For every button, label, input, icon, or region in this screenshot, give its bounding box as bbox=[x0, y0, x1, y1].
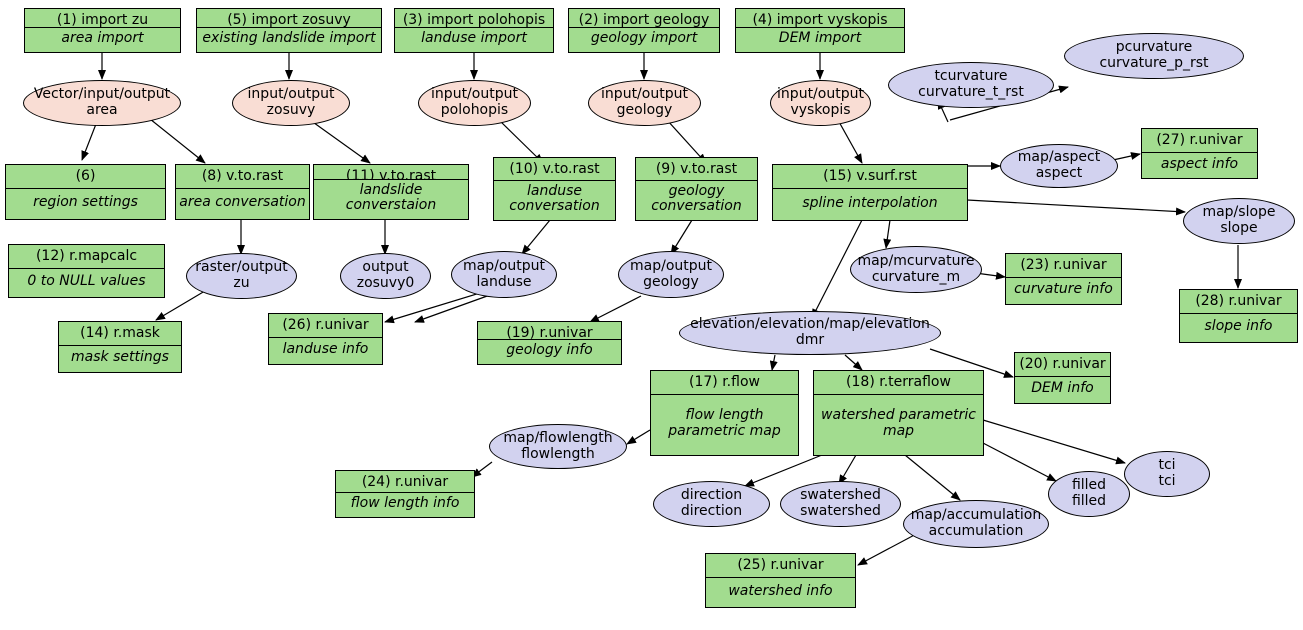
process-node[interactable]: (24) r.univar flow length info bbox=[335, 470, 475, 518]
process-title: (5) import zosuvy bbox=[197, 9, 381, 29]
process-node[interactable]: (5) import zosuvy existing landslide imp… bbox=[196, 8, 382, 53]
data-node-vector[interactable]: input/output geology bbox=[588, 80, 701, 126]
process-subtitle: spline interpolation bbox=[802, 194, 938, 211]
process-subtitle: slope info bbox=[1204, 318, 1273, 335]
process-subtitle: mask settings bbox=[71, 349, 169, 366]
process-title: (23) r.univar bbox=[1006, 254, 1121, 278]
process-subtitle: region settings bbox=[33, 194, 138, 211]
process-node[interactable]: (17) r.flow flow length parametric map bbox=[650, 370, 799, 456]
process-title: (4) import vyskopis bbox=[736, 9, 904, 29]
process-title: (14) r.mask bbox=[59, 322, 181, 346]
process-title: (25) r.univar bbox=[706, 554, 855, 578]
process-subtitle: landuse info bbox=[282, 341, 369, 358]
data-node-raster[interactable]: map/accumulation accumulation bbox=[903, 500, 1049, 548]
data-node-vector[interactable]: input/output zosuvy bbox=[232, 80, 350, 126]
process-node[interactable]: (1) import zu area import bbox=[24, 8, 181, 53]
process-node[interactable]: (26) r.univar landuse info bbox=[268, 313, 383, 365]
process-subtitle: landuse conversation bbox=[509, 182, 600, 215]
process-title: (26) r.univar bbox=[269, 314, 382, 338]
data-node-raster[interactable]: map/mcurvature curvature_m bbox=[850, 246, 982, 293]
data-node-raster[interactable]: filled filled bbox=[1048, 471, 1130, 517]
process-node[interactable]: (12) r.mapcalc 0 to NULL values bbox=[8, 244, 165, 298]
process-node[interactable]: (28) r.univar slope info bbox=[1179, 289, 1298, 343]
data-node-raster[interactable]: output zosuvy0 bbox=[340, 253, 431, 299]
data-node-raster[interactable]: swatershed swatershed bbox=[780, 481, 901, 527]
process-subtitle: DEM import bbox=[778, 30, 862, 47]
process-subtitle: aspect info bbox=[1160, 155, 1239, 172]
data-node-raster[interactable]: map/slope slope bbox=[1183, 198, 1295, 244]
process-title: (1) import zu bbox=[25, 9, 180, 29]
process-node[interactable]: (23) r.univar curvature info bbox=[1005, 253, 1122, 305]
process-subtitle: geology info bbox=[506, 342, 593, 359]
process-title: (9) v.to.rast bbox=[636, 158, 757, 181]
process-subtitle: DEM info bbox=[1031, 380, 1094, 397]
process-title: (10) v.to.rast bbox=[494, 158, 615, 181]
process-node[interactable]: (8) v.to.rast area conversation bbox=[175, 164, 310, 220]
process-title: (24) r.univar bbox=[336, 471, 474, 494]
data-node-raster[interactable]: tci tci bbox=[1124, 451, 1210, 497]
process-node[interactable]: (27) r.univar aspect info bbox=[1141, 128, 1258, 179]
process-subtitle: area conversation bbox=[179, 194, 306, 211]
data-node-vector[interactable]: Vector/input/output area bbox=[23, 80, 181, 126]
process-subtitle: landuse import bbox=[421, 30, 527, 47]
process-node[interactable]: (4) import vyskopis DEM import bbox=[735, 8, 905, 53]
process-node[interactable]: (10) v.to.rast landuse conversation bbox=[493, 157, 616, 221]
process-title: (2) import geology bbox=[569, 9, 719, 29]
process-title: (19) r.univar bbox=[478, 322, 621, 341]
process-title: (8) v.to.rast bbox=[176, 165, 309, 189]
process-title: (15) v.surf.rst bbox=[773, 165, 967, 189]
process-subtitle: flow length info bbox=[350, 495, 460, 512]
process-subtitle: area import bbox=[61, 30, 144, 47]
process-title: (18) r.terraflow bbox=[814, 371, 983, 395]
process-node[interactable]: (2) import geology geology import bbox=[568, 8, 720, 53]
process-title: (20) r.univar bbox=[1015, 353, 1110, 377]
process-subtitle: geology import bbox=[590, 30, 698, 47]
process-subtitle: watershed parametric map bbox=[821, 407, 976, 439]
process-node[interactable]: (20) r.univar DEM info bbox=[1014, 352, 1111, 404]
data-node-vector[interactable]: input/output polohopis bbox=[418, 80, 531, 126]
process-node[interactable]: (11) v.to.rast landslide converstaion bbox=[313, 164, 469, 220]
process-subtitle: 0 to NULL values bbox=[27, 273, 146, 290]
data-node-raster[interactable]: elevation/elevation/map/elevation dmr bbox=[679, 311, 941, 355]
process-subtitle: flow length parametric map bbox=[668, 407, 781, 439]
data-node-raster[interactable]: pcurvature curvature_p_rst bbox=[1064, 33, 1244, 79]
process-node[interactable]: (14) r.mask mask settings bbox=[58, 321, 182, 373]
process-node[interactable]: (9) v.to.rast geology conversation bbox=[635, 157, 758, 221]
process-subtitle: geology conversation bbox=[651, 182, 742, 215]
process-title: (3) import polohopis bbox=[395, 9, 553, 29]
process-node[interactable]: (25) r.univar watershed info bbox=[705, 553, 856, 608]
data-node-vector[interactable]: input/output vyskopis bbox=[770, 80, 871, 126]
data-node-raster[interactable]: map/aspect aspect bbox=[1000, 144, 1118, 188]
process-node[interactable]: (19) r.univar geology info bbox=[477, 321, 622, 365]
process-title: (17) r.flow bbox=[651, 371, 798, 395]
data-node-raster[interactable]: map/output geology bbox=[618, 251, 724, 298]
data-node-raster[interactable]: map/flowlength flowlength bbox=[489, 424, 627, 469]
process-title: (28) r.univar bbox=[1180, 290, 1297, 314]
process-subtitle: existing landslide import bbox=[202, 30, 376, 47]
data-node-raster[interactable]: map/output landuse bbox=[451, 251, 557, 298]
data-node-raster[interactable]: raster/output zu bbox=[186, 253, 297, 299]
process-title: (27) r.univar bbox=[1142, 129, 1257, 153]
process-subtitle: curvature info bbox=[1014, 281, 1113, 298]
process-title: (6) bbox=[6, 165, 165, 189]
process-node[interactable]: (18) r.terraflow watershed parametric ma… bbox=[813, 370, 984, 456]
process-node[interactable]: (3) import polohopis landuse import bbox=[394, 8, 554, 53]
process-title: (11) v.to.rast bbox=[314, 165, 468, 180]
process-node[interactable]: (6) region settings bbox=[5, 164, 166, 220]
process-title: (12) r.mapcalc bbox=[9, 245, 164, 269]
process-subtitle: watershed info bbox=[728, 582, 833, 599]
data-node-raster[interactable]: tcurvature curvature_t_rst bbox=[888, 62, 1054, 108]
process-node[interactable]: (15) v.surf.rst spline interpolation bbox=[772, 164, 968, 221]
data-node-raster[interactable]: direction direction bbox=[653, 481, 770, 527]
process-subtitle: landslide converstaion bbox=[345, 181, 437, 214]
